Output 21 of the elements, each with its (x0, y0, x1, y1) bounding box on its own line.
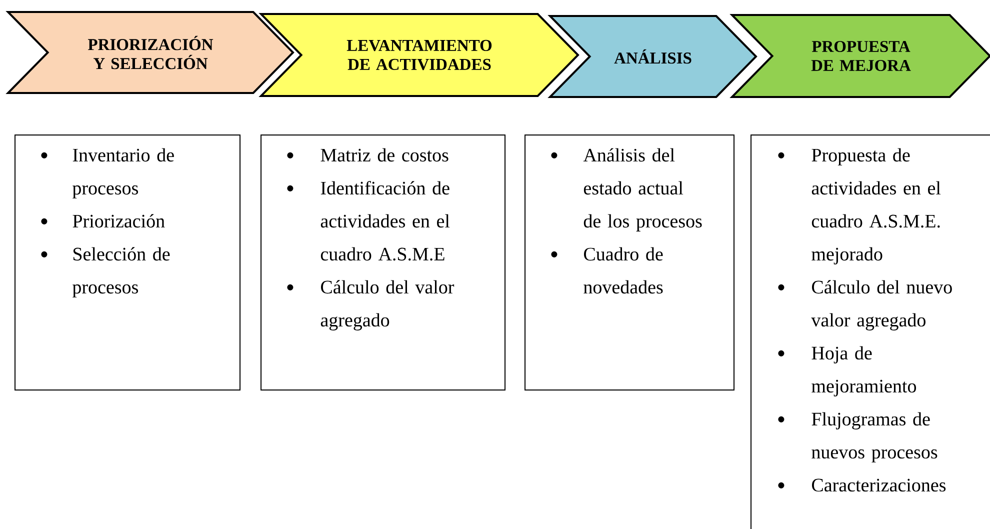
text-box (14, 134, 240, 390)
bullet-item: Identificación de actividades en el cuadro A.S.M.E (287, 181, 450, 261)
bullet-item: Propuesta de actividades en el cuadro A.S.M.E. mejorado (778, 148, 941, 264)
bullet-item: Caracterizaciones (778, 478, 946, 492)
chevron-step: PROPUESTA DE MEJORA (730, 14, 990, 98)
bullet-item: Priorización (41, 214, 165, 228)
bullet-item: Matriz de costos (287, 148, 448, 162)
bullet-item: Inventario de procesos (41, 148, 174, 198)
text-box (260, 134, 506, 390)
bullet-item: Hoja de mejoramiento (778, 346, 916, 396)
chevron-step: PRIORIZACIÓN Y SELECCIÓN (6, 11, 294, 94)
text-box (524, 134, 734, 390)
text-box (750, 134, 990, 529)
bullet-item: Cálculo del valor agregado (287, 280, 454, 330)
chevron-step: ANÁLISIS (548, 15, 758, 98)
bullet-item: Cuadro de novedades (551, 247, 663, 294)
bullet-item: Cálculo del nuevo valor agregado (778, 280, 952, 330)
chevron-step: LEVANTAMIENTO DE ACTIVIDADES (258, 13, 580, 97)
bullet-item: Selección de procesos (41, 247, 170, 298)
bullet-item: Análisis del estado actual de los procesos (551, 148, 702, 232)
bullet-item: Flujogramas de nuevos procesos (778, 412, 938, 462)
